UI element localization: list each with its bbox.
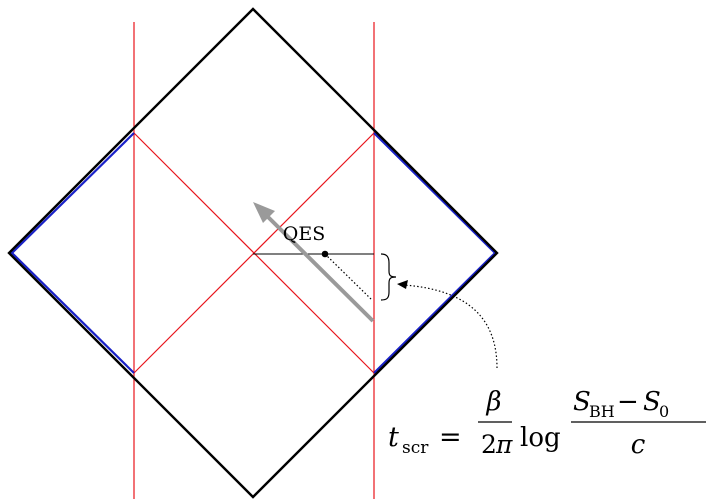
left-bath-segment (10, 132, 135, 374)
formula-pointer-head (397, 280, 408, 289)
formula-pointer-curve (403, 284, 498, 369)
formula-pi: π (495, 430, 513, 459)
right-bath-segment (373, 132, 497, 374)
qes-point (321, 250, 329, 258)
formula-s-zero: S (643, 387, 661, 417)
formula-s-bh-subscript: BH (589, 402, 615, 421)
formula-log: log (520, 423, 561, 453)
formula-t: t (388, 422, 399, 453)
gray-arrow-shaft (262, 211, 375, 323)
qes-dotted-line (324, 253, 373, 301)
formula-two: 2 (481, 430, 497, 459)
formula-minus: − (617, 387, 639, 417)
gray-arrow-head (253, 202, 275, 223)
formula-s-zero-subscript: 0 (659, 402, 669, 421)
qes-label: QES (283, 223, 325, 245)
horizon-line-future-right (133, 132, 375, 374)
formula-s-bh: S (573, 387, 591, 417)
scrambling-brace (380, 253, 397, 301)
formula-c: c (631, 430, 646, 460)
scrambling-time-formula: t scr = β 2 π log S BH − S 0 c (388, 387, 706, 460)
formula-t-subscript: scr (402, 438, 429, 458)
formula-beta: β (485, 387, 501, 417)
formula-equals: = (439, 422, 462, 453)
diamond-boundary (7, 7, 499, 499)
